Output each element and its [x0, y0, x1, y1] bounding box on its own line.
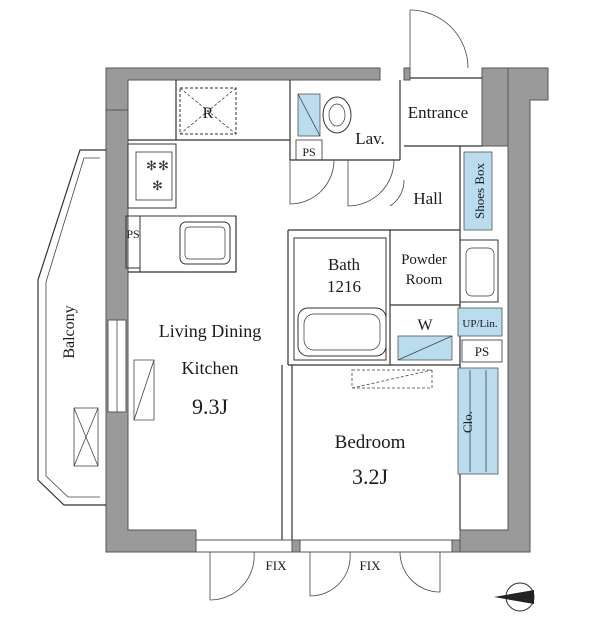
door-swings: [289, 159, 405, 207]
svg-text:✻: ✻: [146, 159, 157, 174]
ldk-label-1: Living Dining: [159, 321, 262, 341]
fix-window-left-label: FIX: [266, 558, 288, 573]
bath: Bath 1216: [293, 237, 387, 361]
powder-room-label-1: Powder: [401, 252, 447, 268]
pipe-space-left-label: PS: [126, 227, 139, 241]
lavatory: PS Lav.: [295, 93, 385, 161]
compass-icon: [494, 582, 535, 612]
washer-space: W: [397, 317, 453, 361]
ldk-size-label: 9.3J: [192, 394, 229, 419]
refrigerator: R: [179, 87, 237, 135]
bathtub-icon: [297, 307, 387, 357]
balcony: Balcony: [37, 149, 106, 506]
hall-label: Hall: [413, 189, 443, 208]
sink-icon: [179, 221, 231, 265]
kitchen-counter: ✻ ✻ ✻: [127, 143, 237, 273]
bedroom: Bedroom 3.2J: [335, 369, 433, 489]
left-window: [107, 319, 127, 413]
shoes-box: Shoes Box: [463, 151, 493, 231]
refrigerator-label: R: [203, 105, 214, 122]
up-lin: UP/Lin.: [457, 307, 503, 337]
pipe-space-top-label: PS: [302, 145, 315, 159]
shoes-box-label: Shoes Box: [472, 163, 487, 219]
lavatory-label: Lav.: [355, 129, 385, 148]
entrance: Entrance: [408, 9, 469, 122]
bath-size-label: 1216: [327, 277, 361, 296]
closet-label: Clo.: [460, 411, 475, 433]
up-lin-label: UP/Lin.: [462, 318, 497, 330]
entrance-label: Entrance: [408, 103, 468, 122]
bath-label: Bath: [328, 255, 361, 274]
pipe-space-left: PS: [125, 215, 141, 269]
svg-text:✻: ✻: [152, 179, 163, 194]
closet: Clo.: [457, 367, 499, 475]
washer-label: W: [417, 317, 433, 334]
living-dining-kitchen: Living Dining Kitchen 9.3J: [133, 321, 262, 421]
pipe-space-right-label: PS: [475, 344, 489, 359]
svg-text:✻: ✻: [158, 159, 169, 174]
toilet-icon: [322, 96, 352, 134]
bedroom-size-label: 3.2J: [352, 464, 389, 489]
powder-room: Powder Room: [401, 239, 499, 303]
stove-burner-icon: ✻ ✻ ✻: [146, 159, 169, 194]
fix-window-right-label: FIX: [360, 558, 382, 573]
bedroom-label: Bedroom: [335, 432, 406, 453]
balcony-label: Balcony: [61, 305, 78, 358]
powder-room-label-2: Room: [406, 272, 443, 288]
ldk-label-2: Kitchen: [182, 358, 239, 378]
pipe-space-right: PS: [461, 339, 503, 363]
bottom-openings: FIX FIX: [195, 539, 453, 601]
